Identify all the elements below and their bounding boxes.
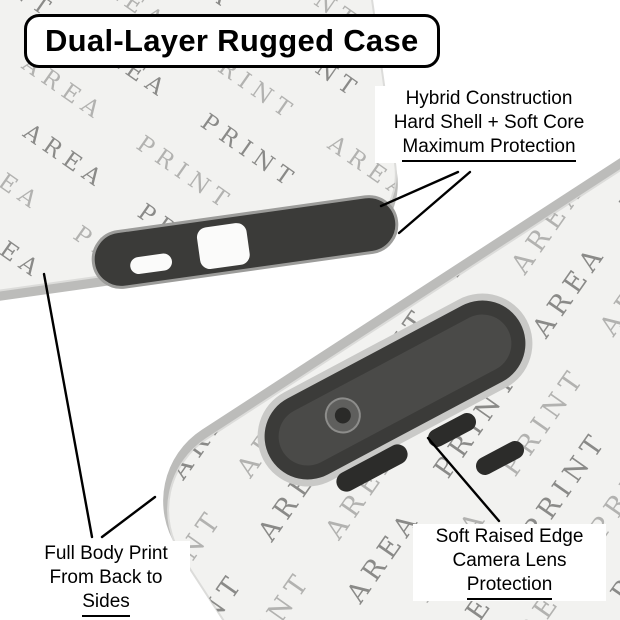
- fullbody-callout-line-1: [42, 272, 94, 539]
- camera-cutout-bottom: [257, 293, 533, 487]
- callout-text-line: Maximum Protection: [379, 135, 599, 162]
- camera-hole: [196, 223, 250, 270]
- side-button-power: [475, 441, 525, 475]
- flash-hole: [130, 253, 172, 275]
- camera-cutout-top: [91, 195, 399, 289]
- page-title: Dual-Layer Rugged Case: [45, 23, 419, 58]
- side-buttons: [336, 413, 525, 492]
- callout-text-line: From Back to: [49, 567, 163, 588]
- fullbody-callout-line-2: [100, 495, 157, 539]
- camera-protection-callout: Soft Raised Edge Camera Lens Protection: [413, 524, 606, 601]
- callout-text-line: Sides: [26, 590, 186, 617]
- callout-underlined-text: Protection: [466, 573, 553, 600]
- callout-text-line: Protection: [417, 573, 602, 600]
- camera-lens-pupil: [334, 407, 351, 424]
- case-bottom-surface: [167, 102, 620, 620]
- callout-text-line: Hard Shell + Soft Core: [393, 112, 585, 133]
- side-button-long: [336, 444, 408, 492]
- callout-underlined-text: Sides: [82, 590, 130, 617]
- callout-text-line: Camera Lens: [452, 550, 567, 571]
- hybrid-callout-line-2: [397, 170, 472, 235]
- title-badge: Dual-Layer Rugged Case: [24, 14, 440, 68]
- callout-text-line: Full Body Print: [44, 543, 168, 564]
- side-button-volume: [427, 413, 477, 447]
- callout-lines: [42, 170, 501, 539]
- callout-text-line: Soft Raised Edge: [435, 526, 584, 547]
- hybrid-callout-line-1: [379, 170, 460, 208]
- camera-callout-line: [426, 436, 501, 523]
- hybrid-construction-callout: Hybrid Construction Hard Shell + Soft Co…: [375, 86, 603, 163]
- full-body-print-callout: Full Body Print From Back to Sides: [22, 541, 190, 618]
- callout-text-line: Hybrid Construction: [405, 88, 573, 109]
- callout-underlined-text: Maximum Protection: [402, 135, 576, 162]
